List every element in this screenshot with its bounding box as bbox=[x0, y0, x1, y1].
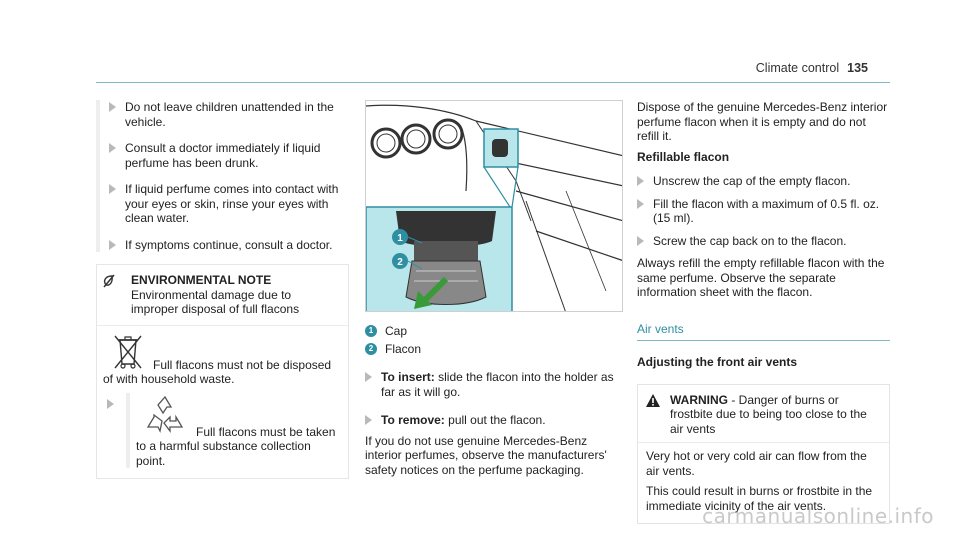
insert-text: slide the flacon into the holder as far … bbox=[381, 370, 614, 399]
legend-number: 1 bbox=[365, 325, 377, 338]
list-item: Screw the cap back on to the flacon. bbox=[637, 234, 890, 249]
remove-text: pull out the flacon. bbox=[448, 413, 546, 427]
legend-label: Flacon bbox=[385, 341, 422, 356]
legend-label: Cap bbox=[385, 324, 408, 338]
header-rule bbox=[96, 82, 890, 83]
section-title-air-vents: Air vents bbox=[637, 322, 890, 341]
warning-triangle-icon bbox=[646, 393, 660, 407]
legend-item: 1 Cap bbox=[365, 324, 623, 339]
environmental-note-header: ENVIRONMENTAL NOTE Environmental damage … bbox=[97, 265, 348, 326]
crossed-bin-icon bbox=[114, 335, 142, 369]
middle-column: 1 2 1 Cap 2 Flacon To insert: slide the … bbox=[365, 100, 623, 477]
arrow-bullet-icon bbox=[637, 176, 644, 186]
list-item: Fill the flacon with a maximum of 0.5 fl… bbox=[637, 197, 890, 226]
warning-header: WARNING - Danger of burns or frostbite d… bbox=[638, 385, 889, 443]
perfume-holder-illustration: 1 2 bbox=[365, 100, 623, 312]
recycle-icon bbox=[146, 395, 184, 433]
dispose-text: Dispose of the genuine Mercedes-Benz int… bbox=[637, 100, 888, 143]
environmental-note-body: Full flacons must not be disposed of wit… bbox=[97, 326, 348, 479]
list-item: Consult a doctor immediately if liquid p… bbox=[100, 141, 349, 170]
arrow-bullet-icon bbox=[637, 235, 644, 246]
list-item: To insert: slide the flacon into the hol… bbox=[365, 370, 623, 399]
warning-heading: - Danger of burns or frostbite due to be… bbox=[670, 392, 867, 436]
insert-label: To insert: bbox=[381, 370, 435, 384]
environmental-note: ENVIRONMENTAL NOTE Environmental damage … bbox=[96, 264, 349, 479]
list-item: If symptoms continue, consult a doctor. bbox=[100, 238, 349, 253]
arrow-bullet-icon bbox=[109, 239, 116, 250]
section-name: Climate control bbox=[755, 61, 840, 75]
warning-body: Very hot or very cold air can flow from … bbox=[638, 443, 889, 523]
callout-2: 2 bbox=[397, 257, 403, 268]
warning-text-1: Very hot or very cold air can flow from … bbox=[646, 449, 867, 478]
recycle-step: Full flacons must be taken to a harmful … bbox=[103, 392, 340, 468]
arrow-bullet-icon bbox=[109, 143, 116, 153]
warning-continuation: Do not leave children unattended in the … bbox=[96, 100, 349, 252]
perfume-safety-note: If you do not use genuine Mercedes-Benz … bbox=[365, 433, 607, 477]
list-item: If liquid perfume comes into contact wit… bbox=[100, 182, 349, 226]
list-item: Unscrew the cap of the empty flacon. bbox=[637, 174, 890, 189]
collection-text: Full flacons must be taken to a harmful … bbox=[136, 424, 336, 468]
disposal-text: Full flacons must not be disposed of wit… bbox=[103, 357, 332, 387]
arrow-bullet-icon bbox=[107, 398, 114, 409]
callout-1: 1 bbox=[397, 233, 403, 244]
list-item: To remove: pull out the flacon. bbox=[365, 413, 623, 428]
arrow-bullet-icon bbox=[365, 372, 372, 382]
leaf-icon bbox=[103, 274, 115, 288]
figure-legend: 1 Cap 2 Flacon bbox=[365, 324, 623, 356]
remove-label: To remove: bbox=[381, 413, 445, 427]
refill-heading: Refillable flacon bbox=[637, 149, 730, 164]
arrow-bullet-icon bbox=[109, 102, 116, 112]
legend-number: 2 bbox=[365, 342, 377, 355]
arrow-bullet-icon bbox=[365, 415, 372, 425]
page-number: 135 bbox=[847, 61, 868, 75]
arrow-bullet-icon bbox=[637, 198, 644, 209]
warning-label: WARNING bbox=[670, 392, 728, 407]
running-header: Climate control 135 bbox=[756, 61, 868, 76]
list-item: Do not leave children unattended in the … bbox=[100, 100, 349, 129]
warning-box: WARNING - Danger of burns or frostbite d… bbox=[637, 383, 890, 524]
right-column: Dispose of the genuine Mercedes-Benz int… bbox=[637, 100, 890, 524]
warning-text-2: This could result in burns or frostbite … bbox=[646, 484, 873, 513]
left-column: Do not leave children unattended in the … bbox=[96, 100, 349, 479]
environmental-note-heading: Environmental damage due to improper dis… bbox=[131, 287, 300, 317]
watermark: carmanualsonline.info bbox=[702, 503, 934, 528]
environmental-note-label: ENVIRONMENTAL NOTE bbox=[131, 273, 272, 287]
legend-item: 2 Flacon bbox=[365, 342, 623, 357]
arrow-bullet-icon bbox=[109, 184, 116, 194]
section-subtitle: Adjusting the front air vents bbox=[637, 355, 798, 369]
illustration-drawing: 1 2 bbox=[366, 104, 622, 311]
refill-note: Always refill the empty refillable flaco… bbox=[637, 256, 885, 299]
